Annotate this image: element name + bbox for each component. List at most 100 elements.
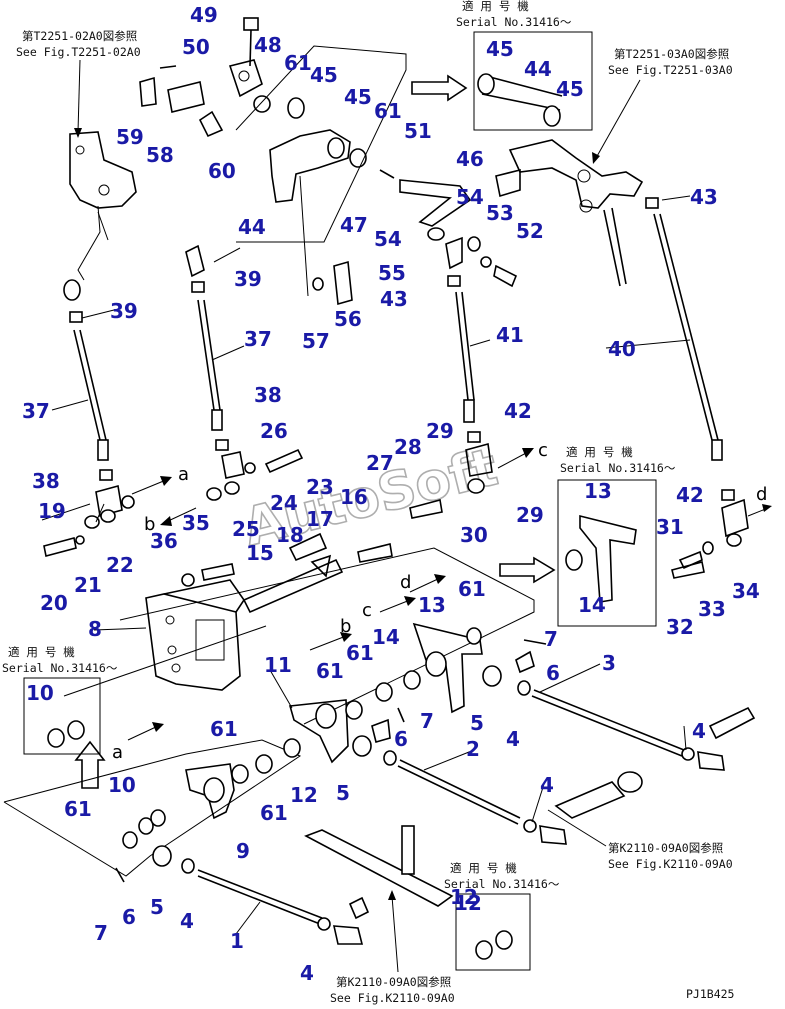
callout: 56 — [334, 307, 362, 331]
callout: 8 — [88, 617, 102, 641]
callout: 41 — [496, 323, 524, 347]
callout: 38 — [32, 469, 60, 493]
upper-right-lever — [495, 139, 644, 287]
callout: 48 — [254, 33, 282, 57]
callout: 45 — [486, 37, 514, 61]
callout: 4 — [506, 727, 520, 751]
bolts-lower — [43, 499, 705, 587]
callout: 23 — [306, 475, 334, 499]
callout: 52 — [516, 219, 544, 243]
callout: 39 — [110, 299, 138, 323]
callout: 5 — [336, 781, 350, 805]
callout: 5 — [470, 711, 484, 735]
callout: 55 — [378, 261, 406, 285]
serial-box-right: 適 用 号 機 Serial No.31416～ — [557, 445, 676, 627]
callout: 50 — [182, 35, 210, 59]
lever-9 — [122, 738, 301, 849]
rod-37-center — [185, 244, 304, 501]
bolt-56 — [299, 175, 353, 306]
callout: 6 — [394, 727, 408, 751]
callout: 60 — [208, 159, 236, 183]
callout: 35 — [182, 511, 210, 535]
callout: 32 — [666, 615, 694, 639]
callout: 51 — [404, 119, 432, 143]
lever-11 — [288, 670, 421, 764]
callout: 38 — [254, 383, 282, 407]
reference-t2251-02: 第T2251-02A0図参照 See Fig.T2251-02A0 — [16, 29, 141, 138]
callout: 47 — [340, 213, 368, 237]
callout: 31 — [656, 515, 684, 539]
pins-and-nuts — [115, 639, 547, 883]
callout: 54 — [456, 185, 484, 209]
rod-1 — [152, 845, 364, 945]
callout: 11 — [264, 653, 292, 677]
reference-k2110-bottom: 第K2110-09A0図参照 See Fig.K2110-09A0 — [330, 890, 455, 1005]
reference-jp: 第K2110-09A0図参照 — [336, 975, 451, 989]
letter-a-1: a — [178, 464, 189, 485]
callout: 61 — [346, 641, 374, 665]
callouts: 49 48 50 61 45 45 61 59 58 60 44 51 46 4… — [22, 3, 760, 985]
reference-jp: 第T2251-03A0図参照 — [614, 47, 729, 61]
callout: 49 — [190, 3, 218, 27]
reference-t2251-03: 第T2251-03A0図参照 See Fig.T2251-03A0 — [592, 47, 733, 164]
callout: 37 — [244, 327, 272, 351]
callout: 2 — [466, 737, 480, 761]
callout: 15 — [246, 541, 274, 565]
letter-b-1: b — [144, 514, 155, 535]
arrow-left — [74, 740, 106, 789]
callout: 7 — [420, 709, 434, 733]
callout: 42 — [676, 483, 704, 507]
serial-number: Serial No.31416～ — [456, 15, 572, 29]
callout: 26 — [260, 419, 288, 443]
link-46 — [379, 169, 518, 288]
callout: 36 — [150, 529, 178, 553]
bolt-49 — [228, 17, 263, 98]
letter-c-2: c — [362, 600, 372, 621]
callout: 37 — [22, 399, 50, 423]
callout: 45 — [310, 63, 338, 87]
callout: 24 — [270, 491, 298, 515]
callout: 10 — [26, 681, 54, 705]
serial-number: Serial No.31416～ — [444, 877, 560, 891]
callout: 5 — [150, 895, 164, 919]
leader-lines — [41, 195, 691, 935]
reference-jp: 第K2110-09A0図参照 — [608, 841, 723, 855]
rod-40 — [645, 197, 749, 570]
callout: 45 — [556, 77, 584, 101]
callout: 4 — [300, 961, 314, 985]
callout: 43 — [380, 287, 408, 311]
reference-en: See Fig.T2251-03A0 — [608, 63, 733, 77]
callout: 7 — [94, 921, 108, 945]
callout: 40 — [608, 337, 636, 361]
callout: 20 — [40, 591, 68, 615]
callout: 61 — [458, 577, 486, 601]
callout: 57 — [302, 329, 330, 353]
lever-13 — [412, 622, 483, 714]
serial-title: 適 用 号 機 — [450, 861, 517, 875]
callout: 46 — [456, 147, 484, 171]
callout: 28 — [394, 435, 422, 459]
callout: 19 — [38, 499, 66, 523]
arrow-right — [499, 556, 556, 584]
callout: 1 — [230, 929, 244, 953]
serial-box-numbers: 45 44 45 13 14 10 12 — [26, 37, 612, 915]
callout: 27 — [366, 451, 394, 475]
callout: 6 — [546, 661, 560, 685]
callout: 39 — [234, 267, 262, 291]
callout: 25 — [232, 517, 260, 541]
callout: 61 — [64, 797, 92, 821]
reference-k2110-right: 第K2110-09A0図参照 See Fig.K2110-09A0 — [547, 809, 733, 871]
drawing-code: PJ1B425 — [686, 987, 734, 1001]
callout: 13 — [418, 593, 446, 617]
callout: 42 — [504, 399, 532, 423]
top-small-parts — [139, 65, 224, 138]
callout: 44 — [524, 57, 552, 81]
callout: 14 — [578, 593, 606, 617]
reference-en: See Fig.T2251-02A0 — [16, 45, 141, 59]
callout: 61 — [210, 717, 238, 741]
letter-d-2: d — [400, 572, 411, 593]
callout: 58 — [146, 143, 174, 167]
callout: 10 — [108, 773, 136, 797]
upper-left-lever — [69, 131, 137, 281]
callout: 33 — [698, 597, 726, 621]
